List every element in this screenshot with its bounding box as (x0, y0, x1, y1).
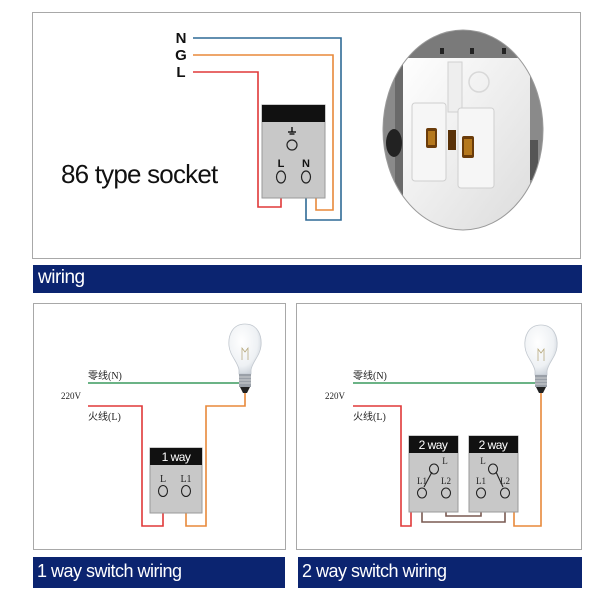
wire-label-l: L (176, 64, 185, 81)
section-header-title: wiring (38, 267, 85, 288)
wire-label-n: N (176, 30, 187, 47)
two-way-switch-1-header (409, 436, 458, 453)
two-way-caption-bar: 2 way switch wiring (298, 557, 582, 588)
light-bulb-icon (228, 323, 262, 393)
two-way-caption: 2 way switch wiring (302, 561, 447, 581)
switch-lever (495, 471, 504, 488)
terminal-l1 (475, 487, 487, 499)
socket-header (262, 105, 325, 122)
neutral-label: 零线(N) (353, 369, 387, 382)
terminal-label-l2: L2 (500, 476, 510, 486)
voltage-label: 220V (325, 391, 346, 401)
terminal-label-n: N (302, 158, 310, 170)
live-wire (88, 405, 164, 527)
wire-label-g: G (175, 47, 187, 64)
one-way-caption-bar: 1 way switch wiring (33, 557, 285, 588)
terminal-label-l1: L1 (417, 476, 427, 486)
terminal-label-l: L (480, 456, 486, 466)
terminal-label-l1: L1 (180, 474, 191, 485)
one-way-switch-label: 1 way (162, 450, 191, 464)
voltage-label: 220V (61, 391, 82, 401)
socket-wiring-diagram: L N N G L 86 type socket (61, 30, 342, 221)
terminal-l (157, 484, 169, 498)
ground-icon (288, 127, 296, 135)
live-label: 火线(L) (353, 410, 386, 423)
ground-terminal (286, 139, 298, 151)
light-bulb-icon (524, 324, 558, 393)
two-way-switch-2-label: 2 way (479, 438, 508, 452)
two-way-switch-2-header (469, 436, 518, 453)
terminal-l2 (499, 487, 511, 499)
terminal-label-l: L (278, 158, 285, 170)
terminal-label-l: L (442, 456, 448, 466)
one-way-caption: 1 way switch wiring (37, 561, 182, 581)
one-way-diagram: 1 way L L1 零线(N) 220V 火线(L) (61, 323, 262, 527)
one-way-switch-header (150, 448, 202, 465)
two-way-switch-1-label: 2 way (419, 438, 448, 452)
terminal-label-l2: L2 (441, 476, 451, 486)
terminal-l1 (180, 484, 192, 498)
two-way-diagram: 2 way L L1 L2 2 way L L1 L2 零线(N) 220V 火… (325, 324, 558, 527)
switch-lever (423, 471, 433, 488)
terminal-l (487, 463, 499, 475)
section-header-bar: wiring (33, 265, 582, 293)
terminal-l2 (440, 487, 452, 499)
terminal-l1 (416, 487, 428, 499)
socket-title: 86 type socket (61, 159, 219, 189)
neutral-wire (193, 37, 342, 221)
switched-wire (185, 393, 246, 527)
live-terminal (275, 170, 287, 184)
terminal-l (428, 463, 440, 475)
neutral-terminal (300, 170, 312, 184)
live-label: 火线(L) (88, 410, 121, 423)
terminal-label-l: L (160, 474, 166, 485)
neutral-label: 零线(N) (88, 369, 122, 382)
terminal-label-l1: L1 (476, 476, 486, 486)
